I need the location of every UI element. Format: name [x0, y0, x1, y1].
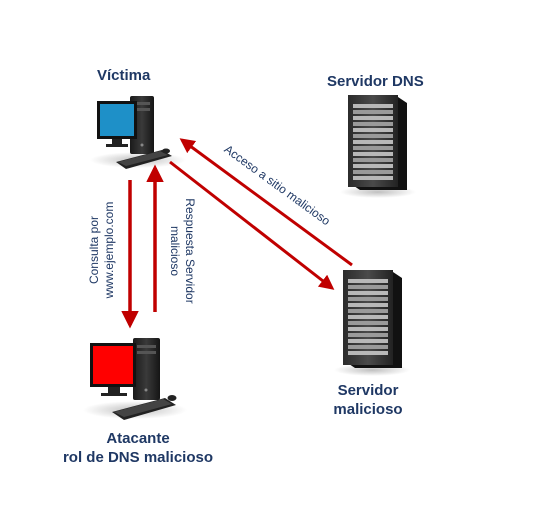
server-slot	[348, 333, 388, 337]
query-label: Consulta por www.ejemplo.com	[87, 190, 117, 310]
attacker-label-line2: rol de DNS malicioso	[62, 449, 214, 466]
server-slot	[348, 327, 388, 331]
server-slot	[353, 134, 393, 138]
attacker-label: Atacante rol de DNS malicioso	[50, 429, 226, 467]
server-slot	[348, 345, 388, 349]
server-slot	[348, 315, 388, 319]
server-slot	[353, 164, 393, 168]
malicious-server-icon	[334, 270, 410, 376]
malicious-server-label-line1: Servidor	[337, 382, 399, 399]
attacker-screen	[93, 346, 133, 384]
access-arrow	[179, 138, 353, 267]
response-label-line2: malicioso	[168, 225, 182, 276]
query-forward-arrow	[169, 160, 335, 290]
server-slot	[348, 339, 388, 343]
dns-server-label: Servidor DNS	[327, 73, 424, 90]
server-slot	[348, 303, 388, 307]
victim-screen	[100, 104, 134, 136]
server-slot	[348, 297, 388, 301]
server-slot	[353, 128, 393, 132]
victim-computer-icon	[90, 96, 186, 169]
server-slot	[353, 140, 393, 144]
server-slot	[353, 158, 393, 162]
query-label-line2: www.ejemplo.com	[102, 201, 116, 299]
dns-server-icon	[340, 95, 416, 198]
malicious-server-slots	[348, 279, 388, 355]
query-label-line1: Consulta por	[87, 215, 101, 285]
malicious-server-label-line2: malicioso	[333, 401, 403, 418]
response-label: Respuesta Servidor malicioso	[167, 189, 197, 313]
server-slot	[348, 351, 388, 355]
server-slot	[353, 122, 393, 126]
server-slot	[348, 309, 388, 313]
server-slot	[348, 279, 388, 283]
server-slot	[353, 170, 393, 174]
server-slot	[353, 104, 393, 108]
dns-server-slots	[353, 104, 393, 180]
server-slot	[348, 291, 388, 295]
response-label-line1: Respuesta Servidor	[183, 198, 197, 304]
server-slot	[353, 146, 393, 150]
attacker-computer-icon	[83, 338, 187, 420]
victim-label: Víctima	[97, 67, 151, 84]
attacker-label-line1: Atacante	[106, 430, 170, 447]
malicious-server-label: Servidor malicioso	[318, 381, 418, 419]
server-slot	[353, 152, 393, 156]
server-slot	[353, 116, 393, 120]
server-slot	[353, 110, 393, 114]
server-slot	[353, 176, 393, 180]
server-slot	[348, 285, 388, 289]
server-slot	[348, 321, 388, 325]
